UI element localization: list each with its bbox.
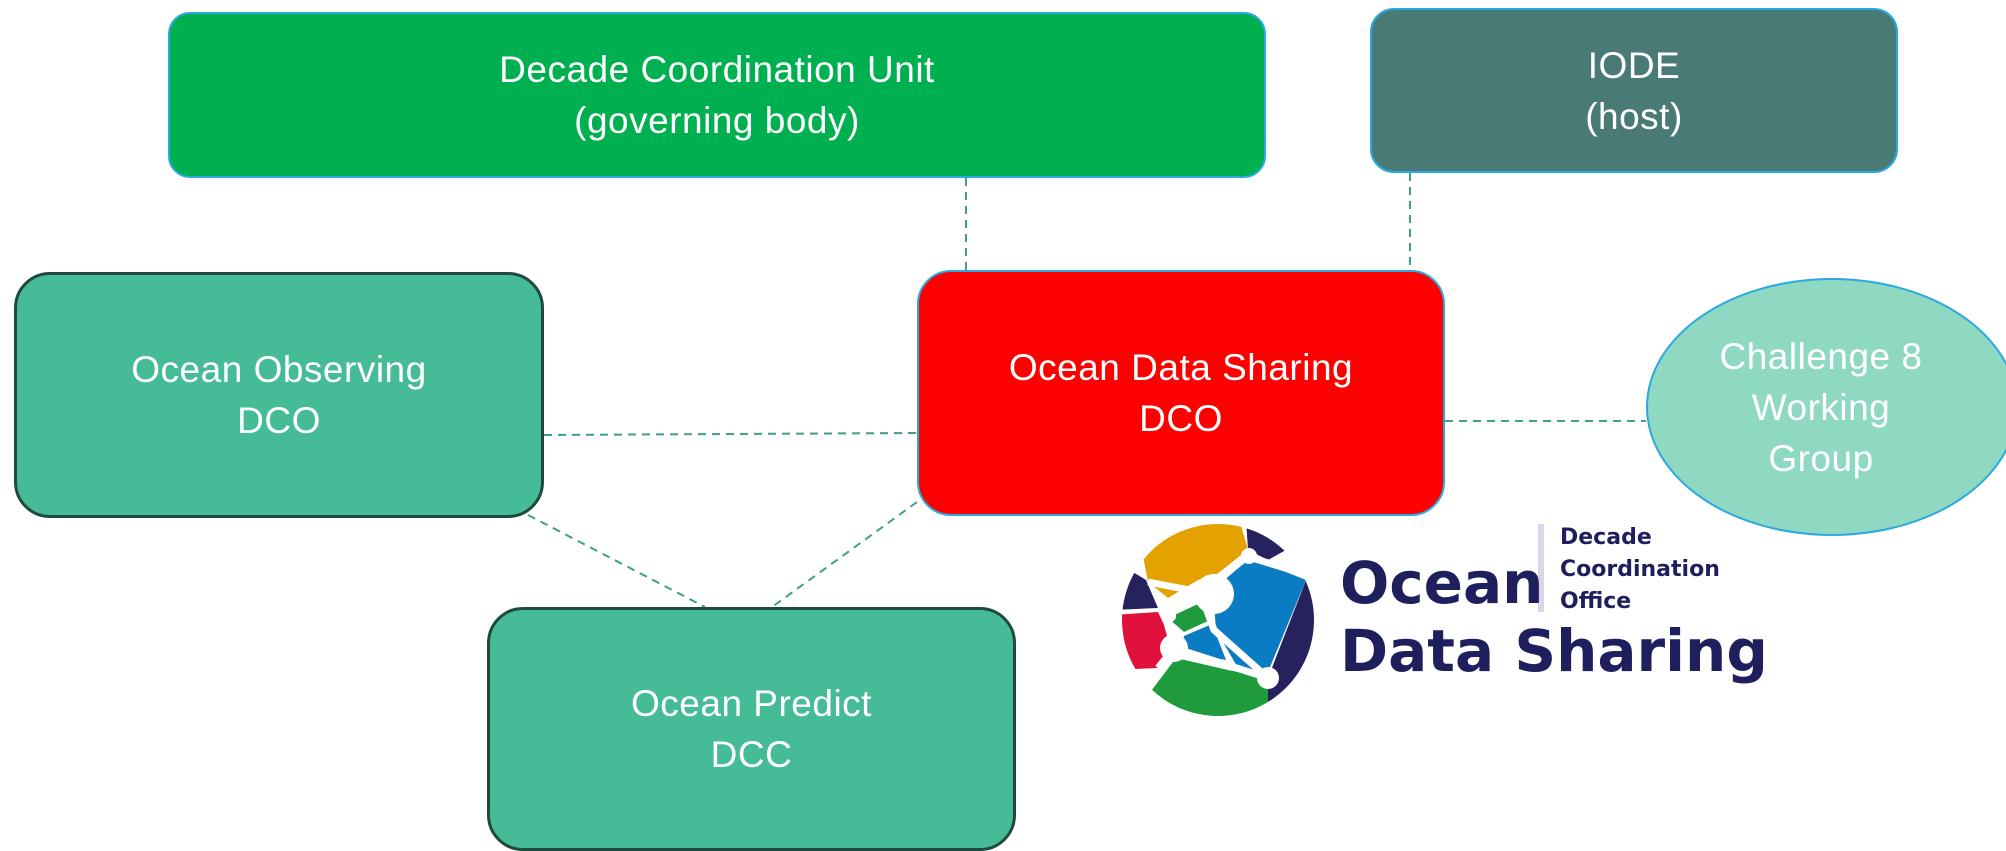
challenge-line-1: Challenge 8 (1719, 335, 1923, 377)
observing-title: Ocean Observing (131, 349, 427, 390)
challenge-line-2: Working (1751, 386, 1891, 428)
logo-office-line-2: Coordination (1560, 557, 1720, 582)
logo-segment-green-small (1168, 604, 1210, 632)
ocean-predict-box: Ocean Predict DCC (487, 607, 1016, 851)
logo-globe-icon (1122, 524, 1314, 716)
logo-segment-green (1148, 658, 1268, 716)
logo-office-line-1: Decade (1560, 525, 1652, 550)
challenge-8-working-group-ellipse: Challenge 8 Working Group (1646, 278, 2006, 536)
logo-word-ocean: Ocean (1340, 549, 1544, 617)
logo-divider (1538, 524, 1544, 612)
predict-title: Ocean Predict (631, 683, 872, 724)
connector-observing-to-data-sharing (543, 432, 918, 436)
logo-segment-navy-right (1268, 575, 1314, 716)
ocean-data-sharing-box: Ocean Data Sharing DCO (917, 270, 1445, 516)
predict-subtitle: DCC (710, 734, 793, 775)
logo-office-line-3: Office (1560, 589, 1632, 614)
ocean-observing-box: Ocean Observing DCO (14, 272, 544, 518)
logo-word-data-sharing: Data Sharing (1340, 617, 1768, 685)
logo-office-text: Decade Coordination Office (1560, 522, 1720, 618)
iode-subtitle: (host) (1585, 95, 1683, 137)
iode-box: IODE (host) (1370, 8, 1898, 173)
logo-segment-blue (1213, 558, 1306, 672)
data-sharing-title: Ocean Data Sharing (1008, 347, 1354, 388)
ocean-data-sharing-logo: Ocean Data Sharing Decade Coordination O… (1118, 520, 1768, 720)
data-sharing-subtitle: DCO (1139, 398, 1223, 439)
challenge-line-3: Group (1768, 437, 1874, 479)
observing-subtitle: DCO (237, 400, 321, 441)
connector-observing-to-predict (527, 514, 706, 608)
connector-data-sharing-to-predict (771, 501, 918, 608)
iode-title: IODE (1587, 44, 1681, 86)
dcu-title: Decade Coordination Unit (499, 49, 935, 90)
decade-coordination-unit-box: Decade Coordination Unit (governing body… (168, 12, 1266, 178)
dcu-subtitle: (governing body) (574, 100, 860, 141)
